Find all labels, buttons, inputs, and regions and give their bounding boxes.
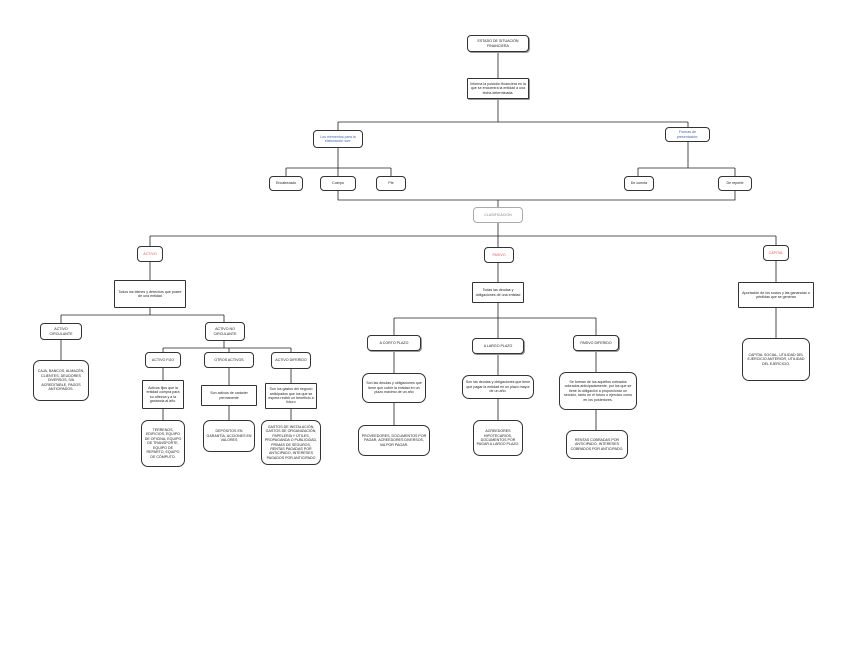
- node-activo-diferido: ACTIVO DIFERIDO: [271, 352, 311, 369]
- node-otros-activos: OTROS ACTIVOS: [204, 352, 254, 368]
- node-activo-fijo: ACTIVO FIJO: [145, 352, 181, 368]
- node-pasivo-definicion: Todas las deudas y obligaciones de una e…: [472, 282, 524, 303]
- node-pasivo-diferido: PASIVO DIFERIDO: [573, 335, 619, 351]
- node-otros-definicion: Son activos de carácter permanente: [201, 385, 257, 406]
- node-pasivo: PASIVO: [484, 247, 514, 263]
- node-capital-definicion: Aportación de los socios y las ganancias…: [738, 282, 814, 308]
- node-fijo-ejemplos: TERRENOS, EDIFICIOS, EQUIPO DE OFICINA, …: [141, 420, 185, 467]
- node-circulante-ejemplos: CAJA, BANCOS, ALMACÉN, CLIENTES, DEUDORE…: [33, 360, 89, 401]
- node-corto-plazo: A CORTO PLAZO: [367, 335, 421, 351]
- node-definition: Informa la posición financiera en la que…: [467, 78, 529, 99]
- node-estado-situacion-financiera: ESTADO DE SITUACIÓN FINANCIERA: [467, 35, 529, 52]
- node-capital-ejemplos: CAPITAL SOCIAL, UTILIDAD DEL EJERCICIO A…: [742, 338, 810, 381]
- node-clasificacion: CLASIFICACIÓN: [473, 207, 523, 223]
- node-pie: Pie: [376, 176, 406, 191]
- node-corto-ejemplos: PROVEEDORES, DOCUMENTOS POR PAGAR, ACREE…: [358, 425, 430, 456]
- node-fijo-definicion: Activos fijos que la entidad compra para…: [142, 380, 184, 409]
- node-largo-plazo: A LARGO PLAZO: [472, 338, 524, 354]
- node-de-reporte: De reporte: [718, 176, 752, 191]
- node-activo: ACTIVO: [137, 246, 163, 262]
- node-pasivo-diferido-definicion: Se forman de los aquellos cobrados cobra…: [559, 372, 637, 410]
- node-corto-definicion: Son las deudas y obligaciones que tiene …: [362, 373, 426, 403]
- node-cuerpo: Cuerpo: [320, 176, 356, 191]
- node-otros-ejemplos: DEPÓSITOS EN GARANTÍA, ACCIONES EN VALOR…: [203, 420, 255, 452]
- node-de-cuenta: De cuenta: [624, 176, 654, 191]
- node-encabezado: Encabezado: [269, 176, 303, 191]
- node-activo-circulante: ACTIVO CIRCULANTE: [40, 323, 82, 340]
- node-activo-no-circulante: ACTIVO NO CIRCULANTE: [205, 322, 245, 341]
- node-diferido-definicion: Son los gastos del negocio anticipados q…: [265, 383, 317, 409]
- node-activo-definicion: Todos los bienes y derechos que posee de…: [114, 280, 186, 308]
- node-largo-ejemplos: ACREEDORES HIPOTECARIOS, DOCUMENTOS POR …: [473, 420, 523, 456]
- node-elementos-elaboracion: Los elementos para la elaboración son:: [313, 130, 363, 148]
- node-largo-definicion: Son las deudas y obligaciones que tiene …: [462, 375, 534, 399]
- node-capital: CAPITAL: [763, 245, 789, 261]
- node-diferido-ejemplos: GASTOS DE INSTALACIÓN, GASTOS DE ORGANIZ…: [261, 420, 321, 465]
- node-formas-presentacion: Formas de presentación:: [665, 127, 710, 142]
- node-pasivo-diferido-ejemplos: RENTAS COBRADAS POR ANTICIPADO, INTERESE…: [566, 430, 628, 459]
